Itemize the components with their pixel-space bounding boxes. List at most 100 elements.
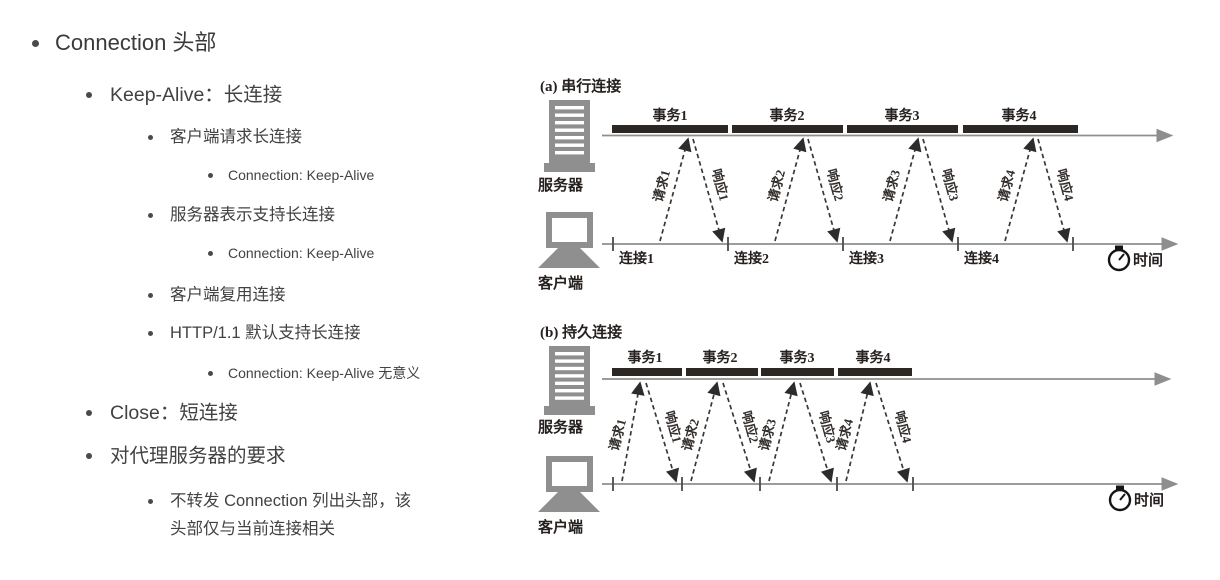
transaction-bar [612, 368, 682, 376]
outline-item-text: Keep-Alive：长连接 [110, 84, 283, 106]
transaction-label: 事务1 [653, 107, 688, 124]
bullet-icon [148, 292, 153, 298]
transaction-bar [732, 125, 843, 133]
server-icon [544, 100, 595, 172]
transaction-label: 事务3 [780, 349, 815, 366]
outline-item: Connection: Keep-Alive [208, 166, 374, 184]
response-arrow [645, 382, 680, 483]
request-arrow [621, 381, 645, 482]
bullet-icon [208, 172, 213, 178]
client-computer-icon [538, 212, 600, 268]
request-label: 请求4 [995, 168, 1018, 204]
bullet-icon [86, 92, 92, 98]
client-computer-icon [538, 456, 600, 512]
response-label: 响应4 [1054, 167, 1077, 203]
transaction-label: 事务2 [703, 349, 738, 366]
bullet-icon [86, 453, 92, 459]
request-label: 请求3 [756, 417, 779, 453]
outline-item-text: 客户端请求长连接 [170, 128, 302, 146]
request-label: 请求2 [765, 168, 788, 203]
outline-item: Connection 头部 [32, 30, 216, 56]
outline-item: Connection: Keep-Alive 无意义 [208, 364, 420, 382]
bullet-icon [148, 498, 153, 504]
transaction-bar [761, 368, 834, 376]
server-label: 服务器 [538, 418, 584, 436]
time-label: 时间 [1133, 251, 1163, 269]
request-label: 请求3 [880, 168, 903, 204]
response-arrow [875, 382, 910, 483]
diagram-a-title: (a) 串行连接 [540, 77, 621, 95]
outline-item-text: 对代理服务器的要求 [110, 445, 286, 467]
bullet-icon [148, 212, 153, 218]
response-arrow [922, 138, 956, 243]
response-label: 响应4 [892, 409, 915, 445]
outline-item: 服务器表示支持长连接 [148, 201, 335, 229]
transaction-bar [686, 368, 758, 376]
response-arrow [799, 382, 834, 483]
transaction-bar [612, 125, 728, 133]
outline-item: Keep-Alive：长连接 [86, 83, 282, 107]
request-arrow [768, 381, 798, 482]
request-label: 请求2 [679, 417, 702, 452]
stopwatch-icon [1107, 245, 1131, 272]
response-arrow [692, 138, 726, 243]
stopwatch-icon [1108, 485, 1132, 512]
outline-item: 对代理服务器的要求 [86, 444, 286, 468]
outline-item-text: 客户端复用连接 [170, 286, 286, 304]
connection-label: 连接2 [734, 250, 769, 267]
outline-item: 客户端复用连接 [148, 281, 286, 309]
outline-item-text: 不转发 Connection 列出头部，该头部仅与当前连接相关 [170, 492, 412, 538]
request-arrow [889, 137, 922, 242]
server-label: 服务器 [538, 176, 584, 194]
time-label: 时间 [1134, 491, 1164, 509]
outline-item-text: 服务器表示支持长连接 [170, 206, 335, 224]
outline-item-text: Connection: Keep-Alive [228, 167, 375, 183]
transaction-bar [963, 125, 1078, 133]
outline-item-text: Close：短连接 [110, 402, 238, 424]
outline-item-text: Connection: Keep-Alive 无意义 [228, 365, 421, 381]
request-arrow [1004, 137, 1037, 242]
connection-timing-diagram: (a) 串行连接 服务器 事务1 事务2 事务3 事务4 [537, 77, 1179, 536]
outline-item-text: Connection: Keep-Alive [228, 245, 375, 261]
bullet-icon [86, 410, 92, 416]
response-label: 响应3 [939, 167, 962, 203]
request-arrow [774, 137, 807, 242]
bullet-icon [208, 370, 213, 376]
request-arrow [845, 381, 874, 482]
response-label: 响应1 [709, 167, 732, 202]
transaction-label: 事务2 [770, 107, 805, 124]
request-label: 请求1 [650, 168, 673, 203]
serial-connection-diagram: (a) 串行连接 服务器 事务1 事务2 事务3 事务4 [537, 77, 1179, 292]
server-icon [544, 346, 595, 415]
connection-label: 连接3 [849, 250, 884, 267]
transaction-label: 事务4 [856, 349, 891, 366]
outline-item-text: HTTP/1.1 默认支持长连接 [170, 324, 361, 342]
bullet-icon [148, 134, 153, 140]
response-label: 响应2 [824, 167, 847, 202]
request-label: 请求4 [833, 417, 856, 453]
transaction-label: 事务3 [885, 107, 920, 124]
bullet-icon [208, 250, 213, 256]
connection-label: 连接4 [964, 250, 999, 267]
transaction-label: 事务1 [628, 349, 663, 366]
transaction-bar [847, 125, 958, 133]
bullet-icon [148, 330, 153, 336]
bullet-icon [32, 40, 39, 47]
client-label: 客户端 [537, 518, 583, 536]
outline-item: Connection: Keep-Alive [208, 244, 374, 262]
request-arrow [659, 137, 692, 242]
outline-item: HTTP/1.1 默认支持长连接 [148, 319, 361, 347]
response-arrow [807, 138, 841, 243]
transaction-label: 事务4 [1002, 107, 1037, 124]
outline-item-text: Connection 头部 [55, 30, 217, 55]
request-label: 请求1 [606, 417, 629, 452]
outline-item: 不转发 Connection 列出头部，该头部仅与当前连接相关 [148, 487, 420, 543]
diagram-b-title: (b) 持久连接 [540, 323, 622, 341]
outline-item: 客户端请求长连接 [148, 123, 302, 151]
response-arrow [722, 382, 757, 483]
connection-label: 连接1 [619, 250, 654, 267]
transaction-bar [838, 368, 912, 376]
response-arrow [1037, 138, 1071, 243]
request-arrow [690, 381, 721, 482]
